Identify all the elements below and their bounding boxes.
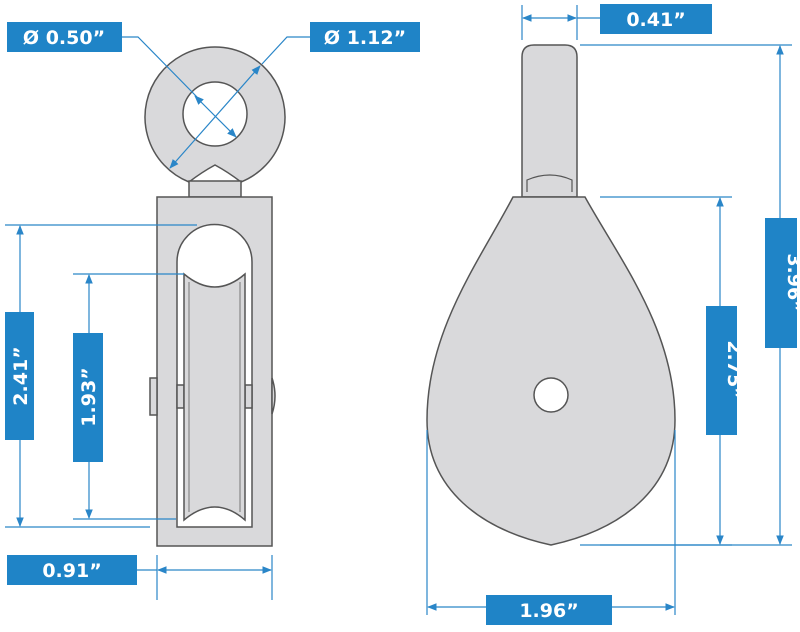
axle-stub-left [149, 377, 158, 416]
dim-slot-height: 2.41” [5, 224, 197, 528]
dim-cheek-height: 2.75” [600, 196, 745, 546]
axle-stub-right [271, 377, 276, 415]
swivel-shank [521, 44, 578, 198]
bushing-left [176, 384, 185, 409]
outer-eye-diameter-label: Ø 1.12” [324, 27, 406, 49]
cheek-width-label: 1.96” [519, 600, 578, 622]
dim-sheave-height: 1.93” [73, 273, 184, 520]
inner-eye-diameter-label: Ø 0.50” [23, 27, 105, 49]
shank-width-label: 0.41” [626, 9, 685, 31]
dim-cheek-width: 1.96” [426, 430, 676, 625]
front-view [144, 46, 286, 547]
dim-shank-width: 0.41” [521, 4, 712, 40]
pulley-cheek [426, 196, 676, 546]
side-view [426, 44, 676, 546]
axle-hole [533, 377, 569, 413]
dim-overall-height: 3.96” [580, 44, 800, 546]
dim-body-width: 0.91” [7, 555, 273, 600]
eye-neck [188, 180, 242, 198]
dim-inner-eye: Ø 0.50” [7, 22, 237, 138]
cheek-height-label: 2.75” [723, 340, 745, 399]
slot-height-label: 2.41” [10, 346, 32, 405]
bushing-right [244, 384, 253, 409]
overall-height-label: 3.96” [783, 253, 800, 312]
body-width-label: 0.91” [42, 560, 101, 582]
sheave-wheel [183, 272, 246, 522]
dim-outer-eye: Ø 1.12” [169, 22, 420, 169]
sheave-height-label: 1.93” [78, 367, 100, 426]
